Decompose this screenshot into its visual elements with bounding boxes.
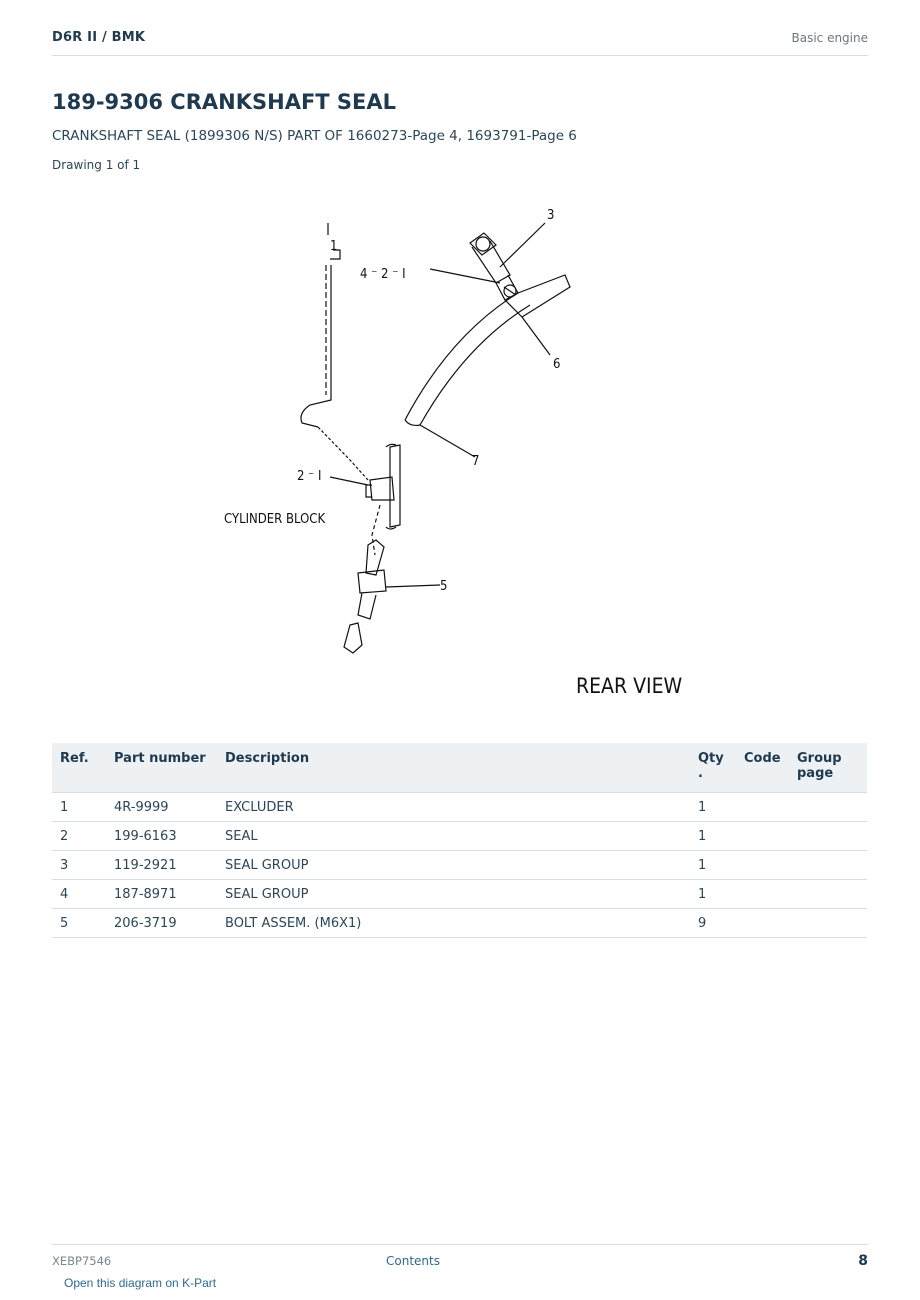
- rear-view-label: REAR VIEW: [576, 674, 683, 698]
- page-title: 189-9306 CRANKSHAFT SEAL: [52, 90, 397, 114]
- cell-description: EXCLUDER: [217, 792, 690, 822]
- cell-description: SEAL GROUP: [217, 850, 690, 880]
- table-row: 3 119-2921 SEAL GROUP 1: [52, 850, 867, 880]
- cell-part-number: 187-8971: [106, 879, 217, 909]
- table-row: 1 4R-9999 EXCLUDER 1: [52, 792, 867, 822]
- parts-table: Ref. Part number Description Qty. Code G…: [52, 743, 867, 938]
- cell-group-page: [789, 850, 867, 880]
- callout-3: 3: [547, 208, 554, 223]
- col-description: Description: [217, 743, 690, 793]
- parts-diagram-svg: 1 3 4 ⁻ 2 ⁻ I 6 7 2 ⁻ I 5 CYLINDER BLOCK…: [224, 208, 683, 698]
- open-kpart-link[interactable]: Open this diagram on K-Part: [64, 1276, 217, 1290]
- cell-description: SEAL: [217, 821, 690, 851]
- contents-link[interactable]: Contents: [386, 1254, 440, 1268]
- callout-6: 6: [553, 357, 560, 372]
- cell-code: [736, 792, 789, 822]
- parts-diagram[interactable]: 1 3 4 ⁻ 2 ⁻ I 6 7 2 ⁻ I 5 CYLINDER BLOCK…: [200, 195, 720, 710]
- callout-1: 1: [330, 239, 337, 254]
- cell-description: SEAL GROUP: [217, 879, 690, 909]
- page-subtitle: CRANKSHAFT SEAL (1899306 N/S) PART OF 16…: [52, 128, 577, 144]
- cell-group-page: [789, 879, 867, 909]
- cell-part-number: 199-6163: [106, 821, 217, 851]
- col-ref: Ref.: [52, 743, 106, 793]
- cell-group-page: [789, 908, 867, 938]
- cell-qty: 1: [690, 850, 736, 880]
- col-qty: Qty.: [690, 743, 736, 793]
- cell-group-page: [789, 821, 867, 851]
- cell-qty: 1: [690, 879, 736, 909]
- callout-4-2-1: 4 ⁻ 2 ⁻ I: [360, 267, 406, 282]
- cell-ref: 1: [52, 792, 106, 822]
- cell-ref: 4: [52, 879, 106, 909]
- table-row: 2 199-6163 SEAL 1: [52, 821, 867, 851]
- cell-ref: 2: [52, 821, 106, 851]
- cell-code: [736, 908, 789, 938]
- page-footer: XEBP7546 Contents 8: [52, 1244, 868, 1275]
- cell-part-number: 119-2921: [106, 850, 217, 880]
- cell-code: [736, 850, 789, 880]
- cell-part-number: 4R-9999: [106, 792, 217, 822]
- cell-ref: 5: [52, 908, 106, 938]
- cell-code: [736, 821, 789, 851]
- callout-5: 5: [440, 579, 447, 594]
- callout-2-1: 2 ⁻ I: [297, 469, 321, 484]
- callout-7: 7: [472, 454, 479, 469]
- document-number: XEBP7546: [52, 1254, 112, 1268]
- cell-qty: 9: [690, 908, 736, 938]
- page-number: 8: [858, 1253, 868, 1269]
- cell-group-page: [789, 792, 867, 822]
- table-header-row: Ref. Part number Description Qty. Code G…: [52, 743, 867, 793]
- page-header: D6R II / BMK Basic engine: [52, 28, 868, 56]
- drawing-count: Drawing 1 of 1: [52, 158, 141, 172]
- cell-qty: 1: [690, 821, 736, 851]
- cell-part-number: 206-3719: [106, 908, 217, 938]
- cell-description: BOLT ASSEM. (M6X1): [217, 908, 690, 938]
- model-breadcrumb: D6R II / BMK: [52, 30, 146, 45]
- col-code: Code: [736, 743, 789, 793]
- table-row: 5 206-3719 BOLT ASSEM. (M6X1) 9: [52, 908, 867, 938]
- cylinder-block-label: CYLINDER BLOCK: [224, 512, 325, 527]
- section-name: Basic engine: [791, 31, 868, 45]
- cell-ref: 3: [52, 850, 106, 880]
- col-part-number: Part number: [106, 743, 217, 793]
- cell-code: [736, 879, 789, 909]
- table-row: 4 187-8971 SEAL GROUP 1: [52, 879, 867, 909]
- cell-qty: 1: [690, 792, 736, 822]
